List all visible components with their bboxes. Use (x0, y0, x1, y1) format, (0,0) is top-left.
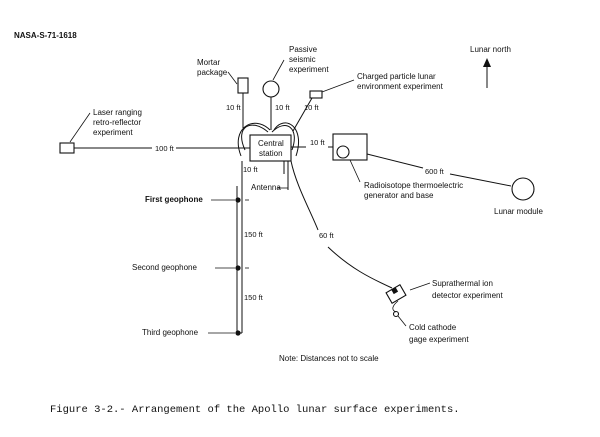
scale-note: Note: Distances not to scale (279, 354, 379, 363)
mortar-distance: 10 ft (226, 103, 242, 112)
suprathermal-label-1: Suprathermal ion (432, 279, 493, 288)
rtg-label-1: Radioisotope thermoelectric (364, 181, 463, 190)
figure-id: NASA-S-71-1618 (14, 31, 77, 40)
laser-distance: 100 ft (155, 144, 175, 153)
passive-label-3: experiment (289, 65, 329, 74)
suprathermal-label-2: detector experiment (432, 291, 503, 300)
passive-label-2: seismic (289, 55, 316, 64)
lunar-module-label: Lunar module (494, 207, 543, 216)
geophone-distance-1-2: 150 ft (244, 230, 264, 239)
lm-distance: 600 ft (425, 167, 445, 176)
lunar-module (511, 177, 535, 201)
laser-retro-reflector (59, 142, 75, 154)
rtg-distance: 10 ft (310, 138, 326, 147)
suprathermal-distance: 60 ft (319, 231, 335, 240)
charged-label-1: Charged particle lunar (357, 72, 436, 81)
mortar-label-1: Mortar (197, 58, 220, 67)
charged-label-2: environment experiment (357, 82, 444, 91)
passive-seismic-experiment (262, 80, 280, 98)
rtg-label-2: generator and base (364, 191, 434, 200)
second-geophone-label: Second geophone (132, 263, 198, 272)
second-geophone (235, 265, 241, 271)
laser-label-1: Laser ranging (93, 108, 142, 117)
charged-distance: 10 ft (304, 103, 320, 112)
mortar-package (237, 77, 249, 94)
cold-cathode-gage (392, 310, 400, 318)
suprathermal-ion-detector (385, 284, 407, 304)
passive-distance: 10 ft (275, 103, 291, 112)
first-geophone (235, 197, 241, 203)
mortar-label-2: package (197, 68, 228, 77)
north-arrow-icon (483, 58, 491, 88)
antenna-label: Antenna (251, 183, 281, 192)
cold-cathode-label-1: Cold cathode (409, 323, 457, 332)
central-station-label-1: Central (258, 139, 284, 148)
laser-label-3: experiment (93, 128, 133, 137)
passive-label-1: Passive (289, 45, 318, 54)
geophone-distance-2-3: 150 ft (244, 293, 264, 302)
charged-particle-experiment (309, 90, 323, 99)
central-station: Central station (249, 134, 292, 162)
rtg-generator (332, 133, 368, 161)
figure-caption: Figure 3-2.- Arrangement of the Apollo l… (50, 404, 460, 416)
third-geophone (235, 330, 241, 336)
geophone-feed-distance: 10 ft (243, 165, 259, 174)
cold-cathode-label-2: gage experiment (409, 335, 469, 344)
third-geophone-label: Third geophone (142, 328, 199, 337)
central-station-label-2: station (259, 149, 283, 158)
laser-label-2: retro-reflector (93, 118, 141, 127)
first-geophone-label: First geophone (145, 195, 203, 204)
lunar-north-label: Lunar north (470, 45, 511, 54)
